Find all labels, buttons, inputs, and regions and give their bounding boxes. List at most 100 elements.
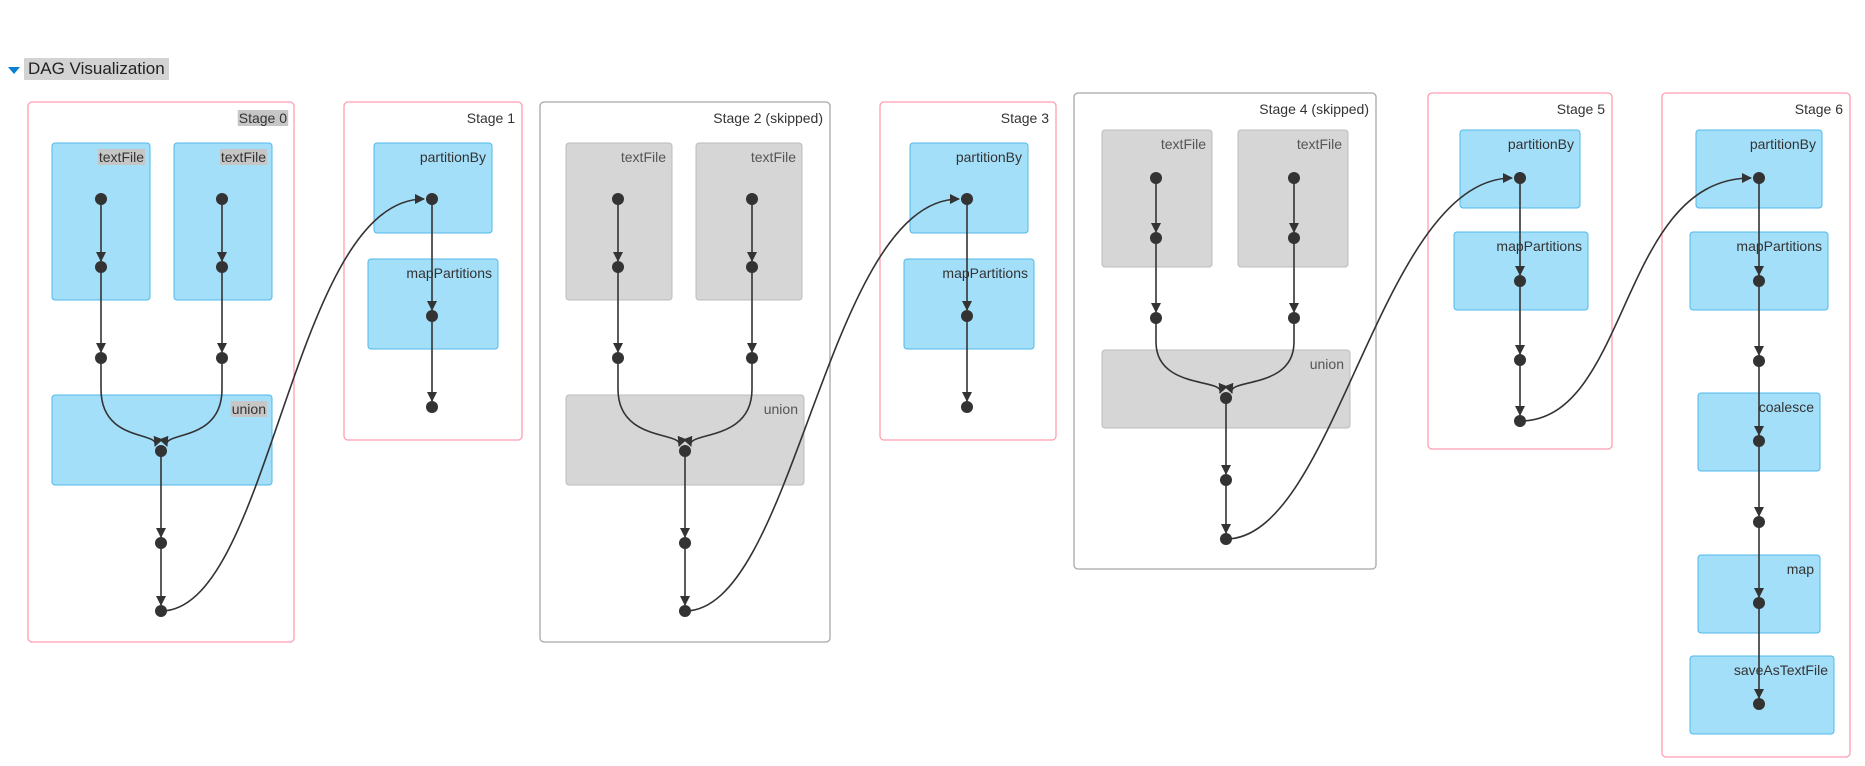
operation-label: mapPartitions [942, 265, 1028, 281]
rdd-node[interactable] [961, 401, 973, 413]
rdd-node[interactable] [1753, 435, 1765, 447]
operation-box[interactable] [1101, 129, 1213, 268]
shuffle-edge [160, 194, 425, 612]
rdd-node[interactable] [1753, 516, 1765, 528]
rdd-node[interactable] [1150, 312, 1162, 324]
rdd-node[interactable] [1514, 354, 1526, 366]
shuffle-edge [1225, 173, 1513, 540]
rdd-node[interactable] [1220, 392, 1232, 404]
dependency-edge [1224, 318, 1295, 394]
operation-label: mapPartitions [1496, 238, 1582, 254]
rdd-node[interactable] [426, 401, 438, 413]
rdd-node[interactable] [746, 193, 758, 205]
operation-box[interactable] [909, 142, 1029, 234]
operation-label: mapPartitions [406, 265, 492, 281]
stage-label: Stage 2 (skipped) [713, 110, 823, 126]
operation-label: map [1787, 561, 1814, 577]
rdd-node[interactable] [679, 445, 691, 457]
operation-label: partitionBy [1750, 136, 1816, 152]
rdd-node[interactable] [426, 310, 438, 322]
operation-box[interactable] [373, 142, 493, 234]
rdd-node[interactable] [95, 193, 107, 205]
operation-label: partitionBy [956, 149, 1022, 165]
stage-cluster: Stage 1 partitionBy mapPartitions [343, 101, 523, 441]
rdd-node[interactable] [95, 261, 107, 273]
operation-label: saveAsTextFile [1734, 662, 1828, 678]
rdd-node[interactable] [1288, 232, 1300, 244]
operation-label: textFile [99, 149, 144, 165]
dag-visualization-title: DAG Visualization [24, 58, 169, 80]
rdd-node[interactable] [746, 261, 758, 273]
operation-label: coalesce [1759, 399, 1814, 415]
stage-label: Stage 5 [1557, 101, 1605, 117]
rdd-node[interactable] [961, 310, 973, 322]
rdd-node[interactable] [612, 352, 624, 364]
dependency-edge [617, 358, 687, 447]
operation-box[interactable] [173, 142, 273, 301]
rdd-node[interactable] [1150, 232, 1162, 244]
operation-label: union [764, 401, 798, 417]
stage-label-highlight [237, 110, 289, 126]
dependency-edge [1155, 318, 1228, 394]
stage-label: Stage 0 [239, 110, 287, 126]
rdd-node[interactable] [1753, 355, 1765, 367]
stage-label: Stage 1 [467, 110, 515, 126]
rdd-node[interactable] [155, 445, 167, 457]
shuffle-edge [1519, 173, 1752, 422]
rdd-node[interactable] [679, 605, 691, 617]
dependency-edge [683, 358, 753, 447]
stage-cluster: Stage 3 partitionBy mapPartitions [879, 101, 1057, 441]
rdd-node[interactable] [1753, 698, 1765, 710]
operation-label: textFile [751, 149, 796, 165]
operation-box[interactable] [1237, 129, 1349, 268]
rdd-node[interactable] [1514, 172, 1526, 184]
rdd-node[interactable] [612, 261, 624, 273]
operation-label-highlight [97, 149, 146, 165]
rdd-node[interactable] [1288, 172, 1300, 184]
dag-visualization-toggle[interactable]: DAG Visualization [8, 58, 169, 80]
operation-label: mapPartitions [1736, 238, 1822, 254]
rdd-node[interactable] [155, 537, 167, 549]
operation-label: partitionBy [420, 149, 486, 165]
operation-label: textFile [1297, 136, 1342, 152]
operation-label: union [1310, 356, 1344, 372]
triangle-down-icon [8, 66, 20, 74]
operation-label-highlight [219, 149, 268, 165]
dependency-edge [159, 358, 223, 447]
rdd-node[interactable] [1753, 172, 1765, 184]
rdd-node[interactable] [216, 261, 228, 273]
rdd-node[interactable] [1514, 415, 1526, 427]
rdd-node[interactable] [746, 352, 758, 364]
stage-cluster: Stage 6 partitionBy mapPartitions coalesce m… [1661, 92, 1851, 758]
rdd-node[interactable] [1514, 275, 1526, 287]
rdd-node[interactable] [1220, 474, 1232, 486]
rdd-node[interactable] [1288, 312, 1300, 324]
rdd-node[interactable] [1150, 172, 1162, 184]
rdd-node[interactable] [216, 352, 228, 364]
rdd-node[interactable] [961, 193, 973, 205]
operation-label: union [232, 401, 266, 417]
rdd-node[interactable] [612, 193, 624, 205]
shuffle-edge [684, 194, 960, 612]
rdd-node[interactable] [426, 193, 438, 205]
dependency-edge [100, 358, 163, 447]
operation-label-highlight [230, 401, 267, 417]
operation-label: textFile [1161, 136, 1206, 152]
rdd-node[interactable] [679, 537, 691, 549]
stage-label: Stage 6 [1795, 101, 1843, 117]
stage-cluster: Stage 4 (skipped) textFile textFile union [1073, 92, 1377, 570]
rdd-node[interactable] [1753, 597, 1765, 609]
rdd-node[interactable] [216, 193, 228, 205]
rdd-node[interactable] [95, 352, 107, 364]
operation-box[interactable] [695, 142, 803, 301]
operation-label: textFile [221, 149, 266, 165]
stage-label: Stage 4 (skipped) [1259, 101, 1369, 117]
rdd-node[interactable] [1753, 275, 1765, 287]
operation-box[interactable] [565, 142, 673, 301]
rdd-node[interactable] [155, 605, 167, 617]
operation-label: partitionBy [1508, 136, 1574, 152]
operation-label: textFile [621, 149, 666, 165]
rdd-node[interactable] [1220, 533, 1232, 545]
stage-label: Stage 3 [1001, 110, 1049, 126]
